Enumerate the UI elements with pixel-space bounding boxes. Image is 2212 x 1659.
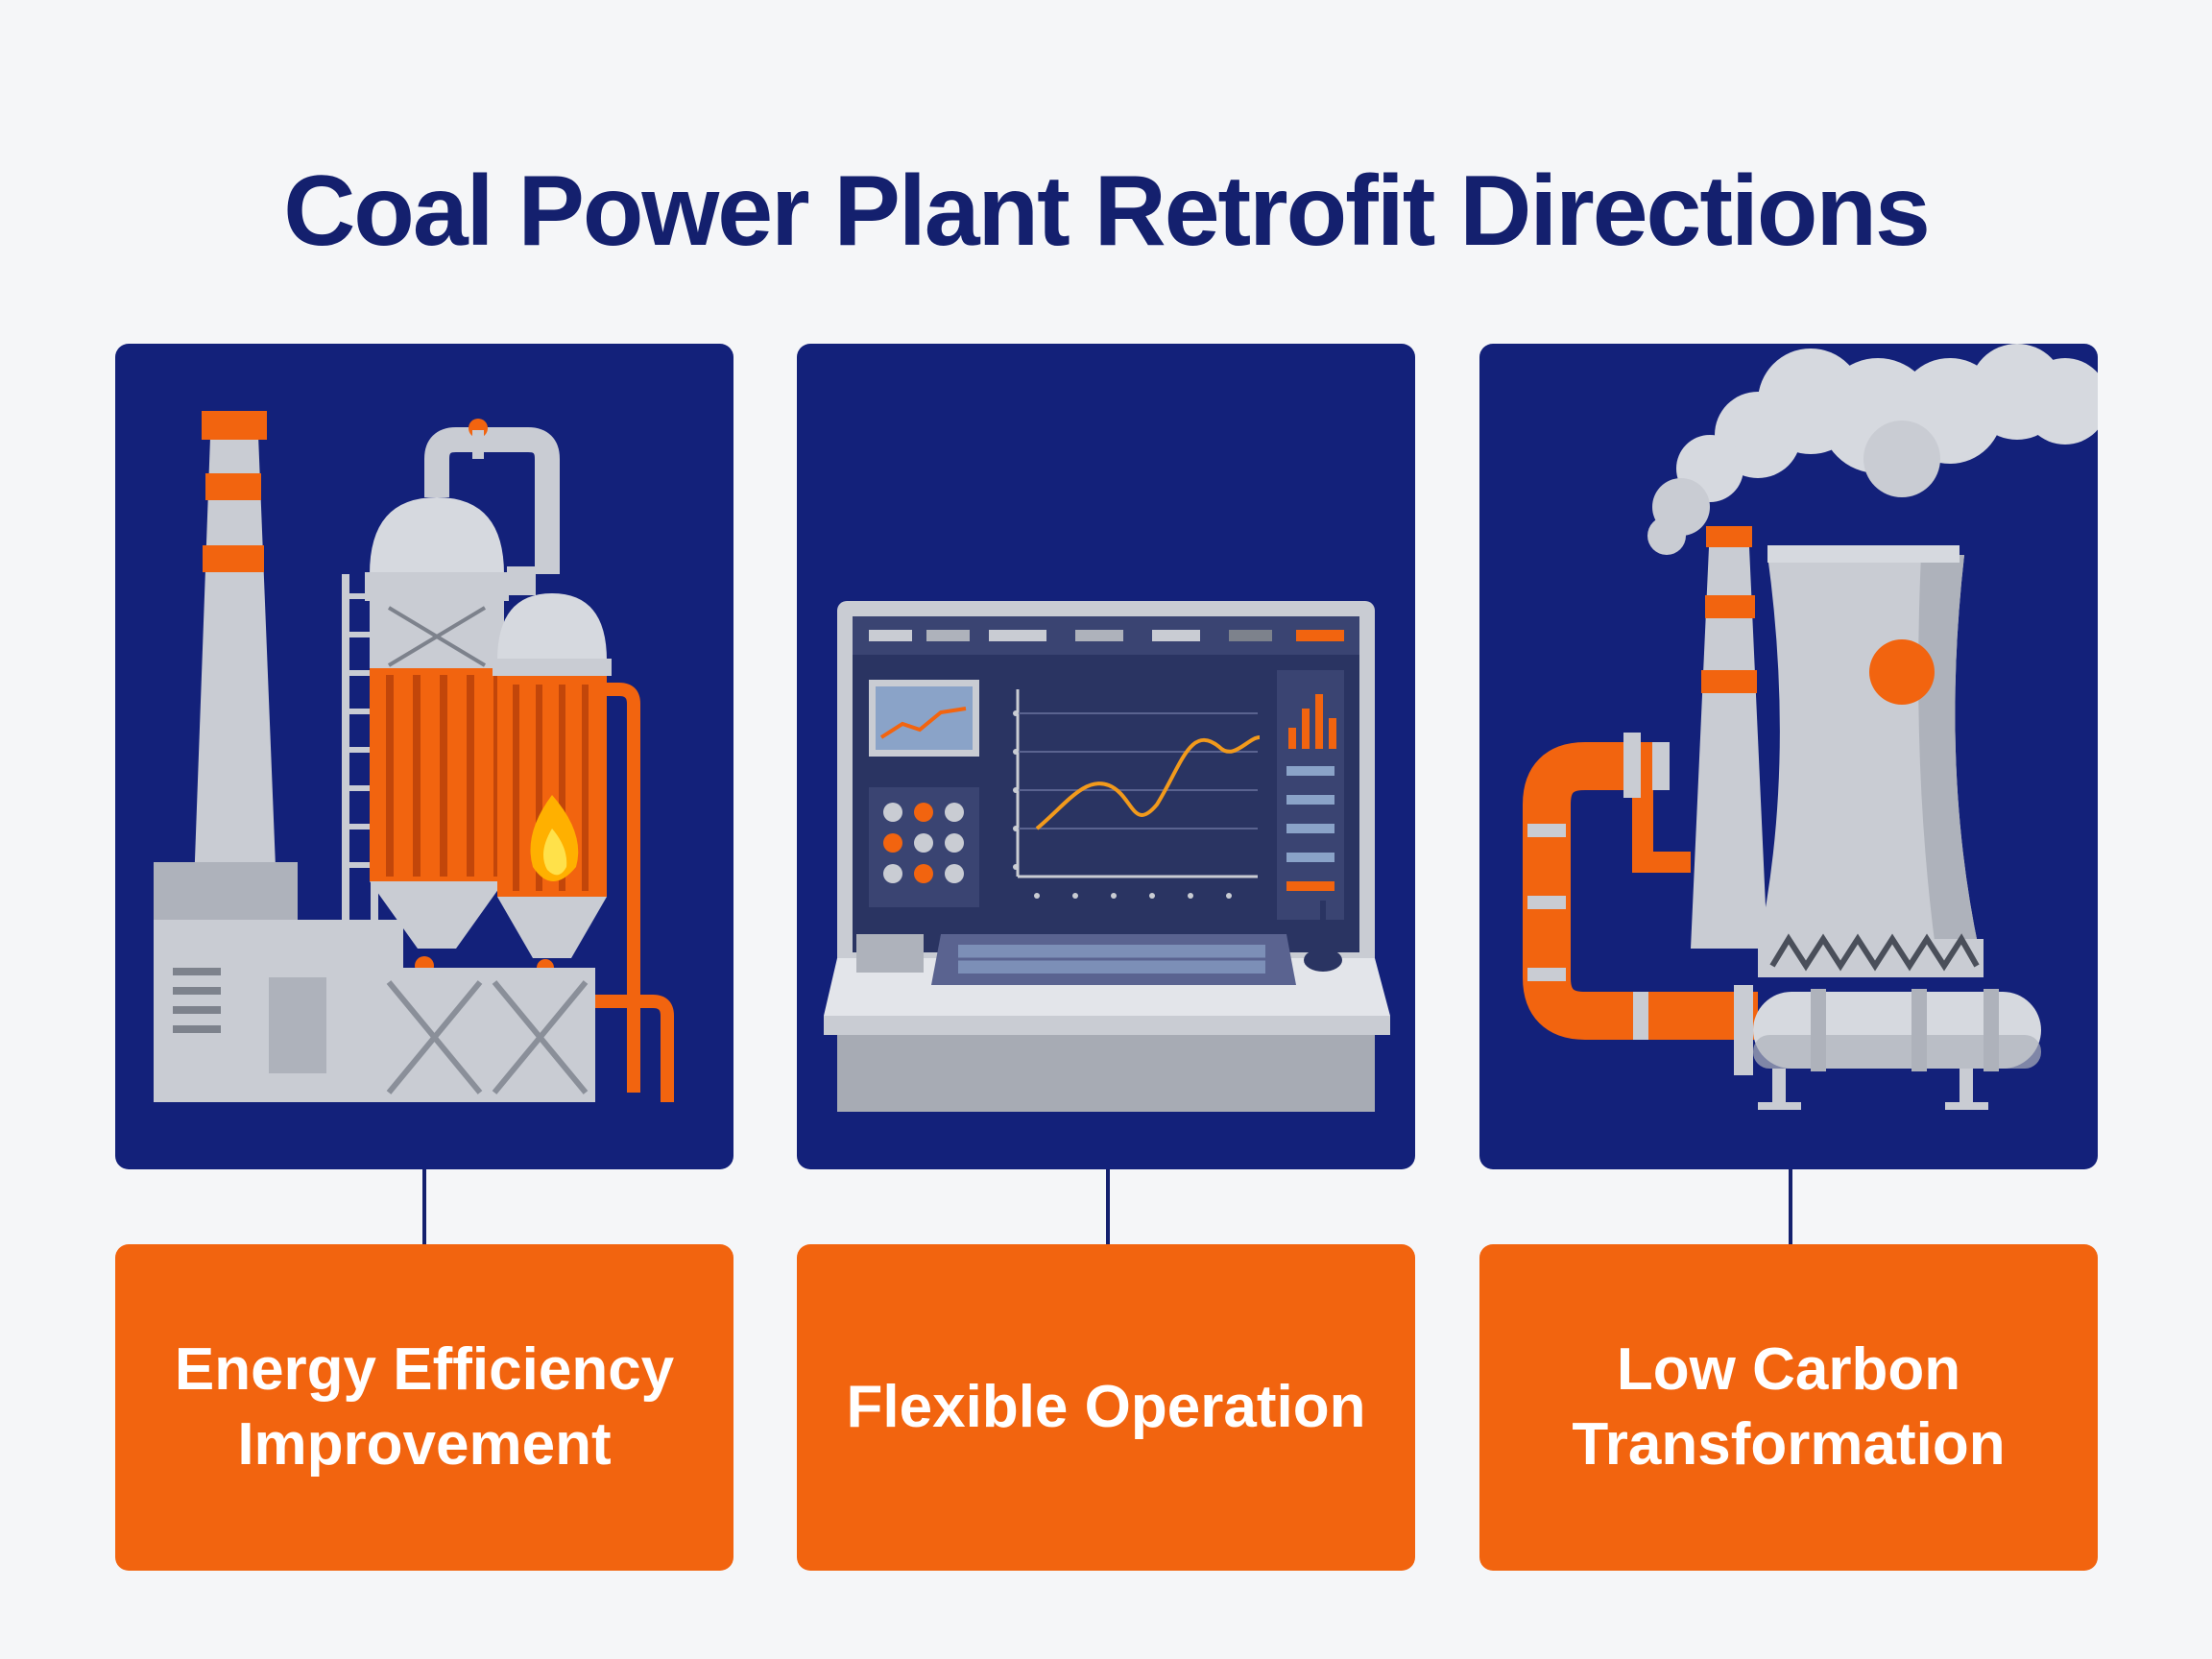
connector-line	[422, 1169, 426, 1275]
cooling-tower-icon	[1523, 344, 2098, 1110]
energy-efficiency-label: Energy Efficiency Improvement	[174, 1336, 675, 1478]
page-title: Coal Power Plant Retrofit Directions	[283, 156, 1931, 267]
flexible-operation-label: Flexible Operation	[846, 1374, 1366, 1440]
energy-efficiency-panel	[115, 344, 733, 1169]
connector-line	[1106, 1169, 1110, 1275]
industrial-plant-icon	[154, 411, 674, 1102]
control-console-icon	[824, 601, 1390, 1112]
connector-line	[1789, 1169, 1792, 1275]
direction-label-box: Energy Efficiency Improvement	[115, 1244, 733, 1571]
low-carbon-label: Low Carbon Transformation	[1572, 1336, 2006, 1478]
low-carbon-panel	[1479, 344, 2098, 1169]
flexible-operation-panel	[797, 344, 1415, 1169]
direction-label-box: Low Carbon Transformation	[1479, 1244, 2098, 1571]
direction-label-box: Flexible Operation	[797, 1244, 1415, 1571]
